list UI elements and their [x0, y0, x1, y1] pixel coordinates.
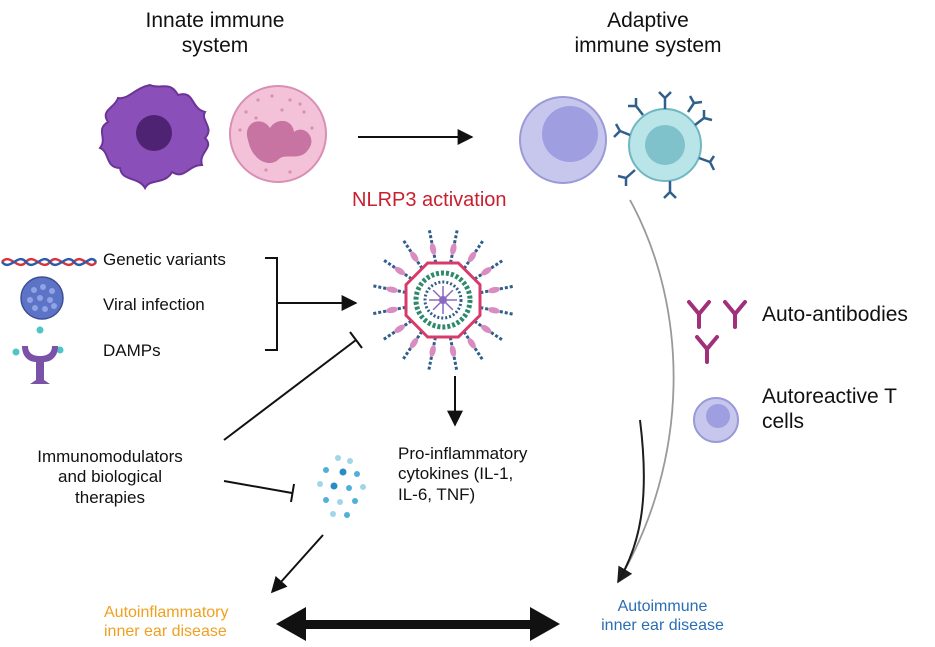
genetic-variants-label: Genetic variants	[103, 250, 226, 269]
b-cell-icon	[519, 96, 607, 184]
cytokines-icon	[317, 455, 366, 518]
nlrp3-activation-label: NLRP3 activation	[352, 189, 507, 211]
cytokines-line2: cytokines (IL-1,	[398, 464, 514, 484]
autoinflammatory-line1: Autoinflammatory	[104, 604, 229, 621]
auto-antibodies-label: Auto-antibodies	[762, 303, 908, 326]
autoreactive-t-cell-icon	[693, 397, 739, 443]
adaptive-title-line1: Adaptive	[607, 9, 689, 32]
autoimmune-line2: inner ear disease	[601, 617, 724, 635]
cytokines-line1: Pro-inflammatory	[398, 444, 528, 463]
innate-title-line1: Innate immune	[145, 9, 285, 32]
adaptive-to-autoimmune-curve	[617, 199, 675, 583]
autoinflammatory-line2: inner ear disease	[104, 623, 227, 641]
cytokines-to-autoinflammatory-arrow	[270, 534, 324, 594]
therapies-line2: and biological	[58, 467, 162, 487]
autoimmune-line1: Autoimmune	[617, 598, 708, 615]
therapy-inhibits-nlrp3	[223, 331, 363, 441]
autoinflammatory-disease-label: Autoinflammatory inner ear disease	[104, 603, 229, 641]
auto-antibodies-icon	[687, 300, 747, 364]
nlrp3-inflammasome-icon	[372, 229, 514, 371]
therapies-label: Immunomodulators and biological therapie…	[15, 447, 205, 508]
t-cell-icon	[613, 91, 716, 199]
cytokines-line3: IL-6, TNF)	[398, 484, 476, 504]
macrophage-icon	[98, 83, 210, 191]
adaptive-system-title: Adaptive immune system	[563, 8, 733, 58]
autoreactive-t-cells-label: Autoreactive T cells	[762, 384, 897, 434]
therapies-line1: Immunomodulators	[37, 447, 183, 466]
adaptive-to-autoimmune-arrowhead	[617, 419, 645, 584]
autoimmune-disease-label: Autoimmune inner ear disease	[580, 597, 745, 635]
trigger-bracket	[265, 257, 278, 351]
damps-icon	[12, 326, 64, 384]
damps-label: DAMPs	[103, 341, 161, 360]
innate-system-title: Innate immune system	[130, 8, 300, 58]
autoreactive-line2: cells	[762, 410, 805, 434]
therapy-inhibits-cytokines	[223, 480, 295, 503]
adaptive-title-line2: immune system	[574, 34, 722, 58]
dna-icon	[1, 257, 98, 267]
viral-infection-label: Viral infection	[103, 295, 205, 314]
innate-title-line2: system	[181, 34, 249, 58]
virus-icon	[20, 276, 64, 320]
autoreactive-line1: Autoreactive T	[762, 385, 898, 408]
neutrophil-icon	[229, 85, 327, 183]
therapies-line3: therapies	[75, 487, 145, 507]
bidirectional-disease-arrow	[276, 607, 560, 641]
cytokines-label: Pro-inflammatory cytokines (IL-1, IL-6, …	[398, 444, 527, 505]
